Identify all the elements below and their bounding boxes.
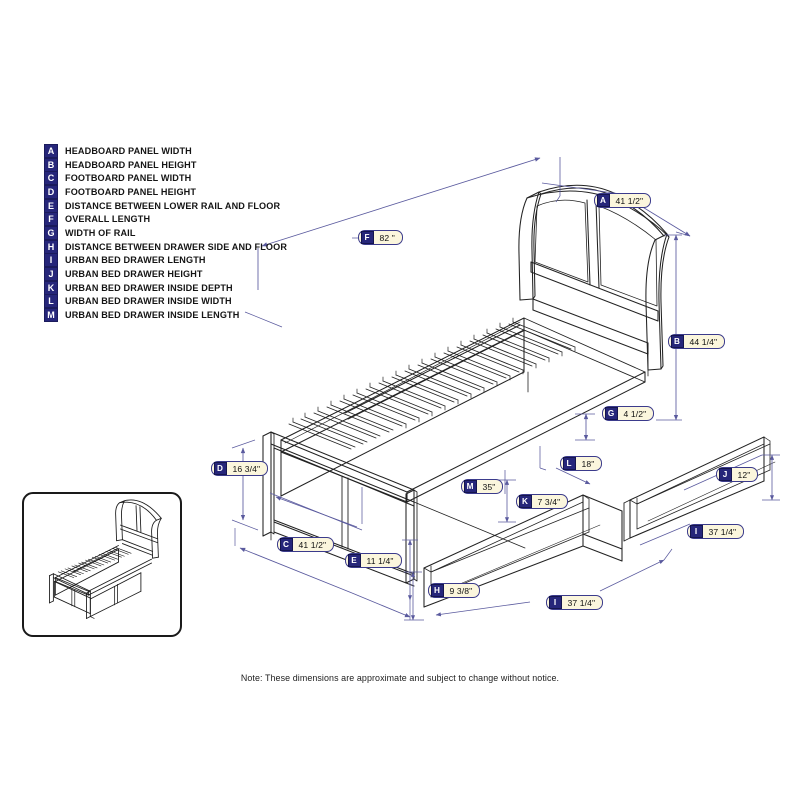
legend-label: WIDTH OF RAIL (65, 227, 136, 238)
legend-label: URBAN BED DRAWER INSIDE DEPTH (65, 282, 233, 293)
dimension-callout-l: L 18" (560, 456, 603, 471)
callout-key: I (548, 596, 562, 609)
legend-item: J URBAN BED DRAWER HEIGHT (44, 267, 287, 282)
legend-badge: K (44, 280, 58, 295)
legend-label: OVERALL LENGTH (65, 214, 151, 225)
dimension-callout-c: C 41 1/2" (277, 537, 335, 552)
legend-item: F OVERALL LENGTH (44, 212, 287, 227)
dimension-callout-i-2: I 37 1/4" (546, 595, 604, 610)
callout-key: D (213, 462, 227, 475)
legend-item: K URBAN BED DRAWER INSIDE DEPTH (44, 280, 287, 295)
legend-item: L URBAN BED DRAWER INSIDE WIDTH (44, 294, 287, 309)
legend-badge: L (44, 294, 58, 309)
dimension-callout-d: D 16 3/4" (211, 461, 269, 476)
legend-badge: G (44, 225, 58, 240)
callout-value: 4 1/2" (623, 408, 647, 419)
legend-label: URBAN BED DRAWER INSIDE LENGTH (65, 310, 240, 321)
legend-item: G WIDTH OF RAIL (44, 225, 287, 240)
dimension-callout-a: A 41 1/2" (594, 193, 652, 208)
callout-key: H (430, 584, 444, 597)
callout-key: M (463, 480, 477, 493)
legend-badge: A (44, 143, 58, 158)
callout-value: 12" (737, 469, 751, 480)
legend-item: I URBAN BED DRAWER LENGTH (44, 253, 287, 268)
legend-badge: J (44, 267, 58, 282)
legend-label: URBAN BED DRAWER LENGTH (65, 255, 206, 266)
callout-value: 37 1/4" (567, 597, 596, 608)
legend-badge: D (44, 184, 58, 199)
dimension-callout-k: K 7 3/4" (516, 494, 569, 509)
legend-badge: M (44, 308, 58, 323)
legend-badge: I (44, 253, 58, 268)
callout-value: 11 1/4" (366, 555, 394, 566)
bed-thumbnail-drawing (49, 499, 162, 619)
legend-badge: H (44, 239, 58, 254)
legend-item: B HEADBOARD PANEL HEIGHT (44, 157, 287, 172)
callout-key: I (689, 525, 703, 538)
callout-value: 9 3/8" (449, 585, 473, 596)
dimension-callout-g: G 4 1/2" (602, 406, 655, 421)
callout-value: 41 1/2" (298, 539, 327, 550)
bed-thumbnail-inset (22, 492, 182, 637)
callout-key: K (518, 495, 532, 508)
callout-key: C (279, 538, 293, 551)
callout-key: J (718, 468, 732, 481)
dimension-callout-f: F 82 " (358, 230, 403, 245)
legend-label: FOOTBOARD PANEL WIDTH (65, 173, 192, 184)
legend-item: C FOOTBOARD PANEL WIDTH (44, 171, 287, 186)
legend-item: D FOOTBOARD PANEL HEIGHT (44, 184, 287, 199)
callout-key: B (670, 335, 684, 348)
dimension-callout-m: M 35" (461, 479, 504, 494)
dimension-callout-j: J 12" (716, 467, 759, 482)
callout-key: E (347, 554, 361, 567)
callout-value: 7 3/4" (537, 496, 561, 507)
legend-label: FOOTBOARD PANEL HEIGHT (65, 186, 197, 197)
legend-item: H DISTANCE BETWEEN DRAWER SIDE AND FLOOR (44, 239, 288, 254)
legend-label: URBAN BED DRAWER HEIGHT (65, 269, 203, 280)
legend-item: M URBAN BED DRAWER INSIDE LENGTH (44, 308, 287, 323)
legend-label: DISTANCE BETWEEN DRAWER SIDE AND FLOOR (65, 241, 288, 252)
legend-badge: B (44, 157, 58, 172)
callout-value: 18" (581, 458, 595, 469)
legend-label: DISTANCE BETWEEN LOWER RAIL AND FLOOR (65, 200, 281, 211)
legend-badge: F (44, 212, 58, 227)
dimension-callout-i-1: I 37 1/4" (687, 524, 745, 539)
legend-badge: C (44, 171, 58, 186)
dimension-callout-b: B 44 1/4" (668, 334, 726, 349)
callout-value: 37 1/4" (708, 526, 737, 537)
legend-label: URBAN BED DRAWER INSIDE WIDTH (65, 296, 232, 307)
callout-key: L (562, 457, 576, 470)
legend-label: HEADBOARD PANEL WIDTH (65, 145, 192, 156)
disclaimer-note: Note: These dimensions are approximate a… (240, 673, 560, 683)
callout-value: 82 " (379, 232, 395, 243)
dimension-callout-h: H 9 3/8" (428, 583, 481, 598)
legend-item: A HEADBOARD PANEL WIDTH (44, 143, 287, 158)
dimension-callout-e: E 11 1/4" (345, 553, 402, 568)
callout-value: 44 1/4" (689, 336, 718, 347)
callout-key: G (604, 407, 618, 420)
legend-label: HEADBOARD PANEL HEIGHT (65, 159, 197, 170)
callout-key: A (596, 194, 610, 207)
callout-key: F (360, 231, 374, 244)
legend-item: E DISTANCE BETWEEN LOWER RAIL AND FLOOR (44, 198, 287, 213)
legend-list: A HEADBOARD PANEL WIDTH B HEADBOARD PANE… (44, 143, 288, 323)
legend-badge: E (44, 198, 58, 213)
callout-value: 16 3/4" (232, 463, 261, 474)
callout-value: 35" (482, 481, 496, 492)
callout-value: 41 1/2" (615, 195, 644, 206)
